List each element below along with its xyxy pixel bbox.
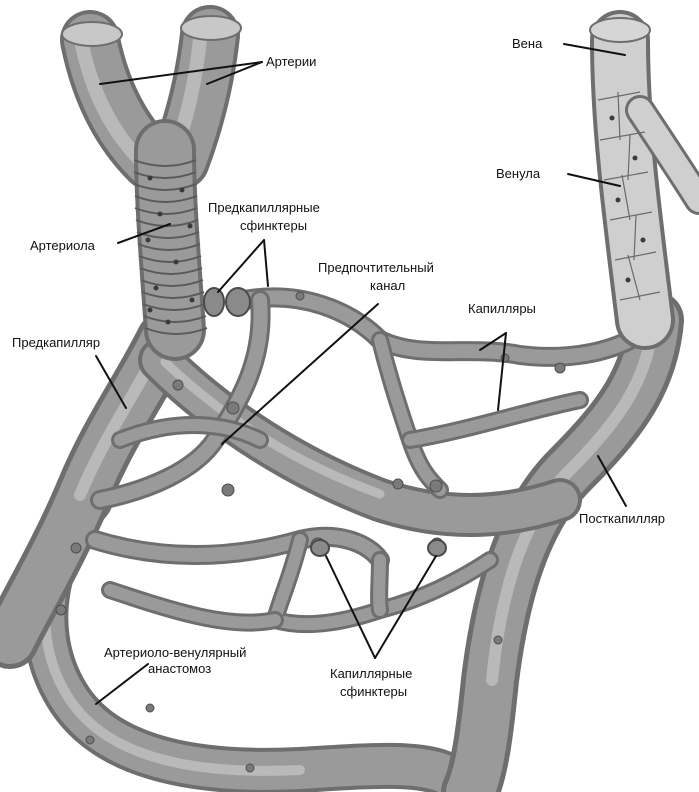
label-kapillyary: Капилляры [468, 301, 536, 316]
label-anastomoz-line2: анастомоз [148, 661, 211, 676]
label-kapillyarnye-sfinktery-line1: Капиллярные [330, 666, 412, 681]
label-predpochtitelnyi-kanal-line2: канал [370, 278, 405, 293]
label-vena: Вена [512, 36, 543, 51]
label-kapillyarnye-sfinktery-line2: сфинктеры [340, 684, 407, 699]
label-prekapillyar: Предкапилляр [12, 335, 100, 350]
label-postkapillyar: Посткапилляр [579, 511, 665, 526]
leader-anastomoz [96, 664, 148, 704]
label-anastomoz-line1: Артериоло-венулярный [104, 645, 246, 660]
leader-prekap-sfinkter-left [218, 240, 264, 292]
label-venula: Венула [496, 166, 541, 181]
label-arteriola: Артериола [30, 238, 96, 253]
label-arterii: Артерии [266, 54, 316, 69]
label-prekapillyarnye-sfinktery-line2: сфинктеры [240, 218, 307, 233]
arteriole [134, 150, 207, 334]
vein-venule [590, 18, 699, 320]
precapillary-sphincters [204, 288, 250, 316]
leader-prekap-sfinkter-right [264, 240, 268, 286]
label-predpochtitelnyi-kanal-line1: Предпочтительный [318, 260, 434, 275]
label-prekapillyarnye-sfinktery-line1: Предкапиллярные [208, 200, 320, 215]
